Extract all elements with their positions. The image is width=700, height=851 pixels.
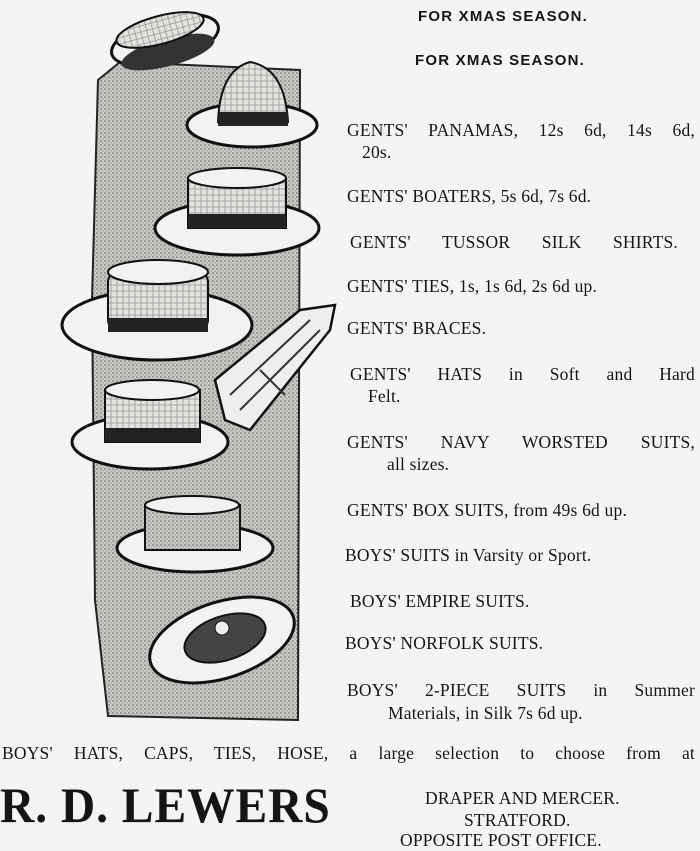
item-panamas: GENTS' PANAMAS, 12s 6d, 14s 6d, [347, 120, 695, 140]
merchant-location: OPPOSITE POST OFFICE. [400, 830, 602, 850]
hat-boater-top [110, 11, 220, 71]
merchant-town: STRATFORD. [464, 810, 571, 830]
heading-xmas-season: FOR XMAS SEASON. [418, 8, 589, 25]
tie-bundle [213, 303, 337, 432]
item-panamas-cont: 20s. [362, 142, 392, 162]
hat-boater-3 [70, 379, 230, 471]
hat-cap-bottom [148, 595, 296, 685]
boys-accessories-line: BOYS' HATS, CAPS, TIES, HOSE, a large se… [2, 743, 695, 763]
item-norfolk-suits: BOYS' NORFOLK SUITS. [345, 633, 544, 653]
merchant-trade: DRAPER AND MERCER. [425, 788, 620, 808]
item-felt-hats: GENTS' HATS in Soft and Hard [350, 364, 695, 384]
item-tussor-shirts: GENTS' TUSSOR SILK SHIRTS. [350, 232, 678, 252]
item-navy-suits: GENTS' NAVY WORSTED SUITS, [347, 432, 695, 452]
item-two-piece-suits: BOYS' 2-PIECE SUITS in Summer [347, 680, 695, 700]
item-boys-suits: BOYS' SUITS in Varsity or Sport. [345, 545, 592, 565]
item-box-suits: GENTS' BOX SUITS, from 49s 6d up. [347, 500, 628, 520]
item-felt-hats-cont: Felt. [368, 386, 401, 406]
merchant-name: R. D. LEWERS [0, 777, 331, 833]
hat-boater-4 [115, 495, 275, 574]
item-two-piece-suits-cont: Materials, in Silk 7s 6d up. [388, 703, 583, 723]
item-boaters: GENTS' BOATERS, 5s 6d, 7s 6d. [347, 186, 592, 206]
item-navy-suits-cont: all sizes. [387, 454, 450, 474]
hat-felt [185, 60, 319, 149]
hat-boater-2 [153, 167, 321, 257]
hat-panama-large [60, 259, 254, 362]
item-ties: GENTS' TIES, 1s, 1s 6d, 2s 6d up. [347, 276, 598, 296]
item-empire-suits: BOYS' EMPIRE SUITS. [350, 591, 530, 611]
item-braces: GENTS' BRACES. [347, 318, 487, 338]
heading-xmas-season-repeat: FOR XMAS SEASON. [415, 52, 586, 69]
